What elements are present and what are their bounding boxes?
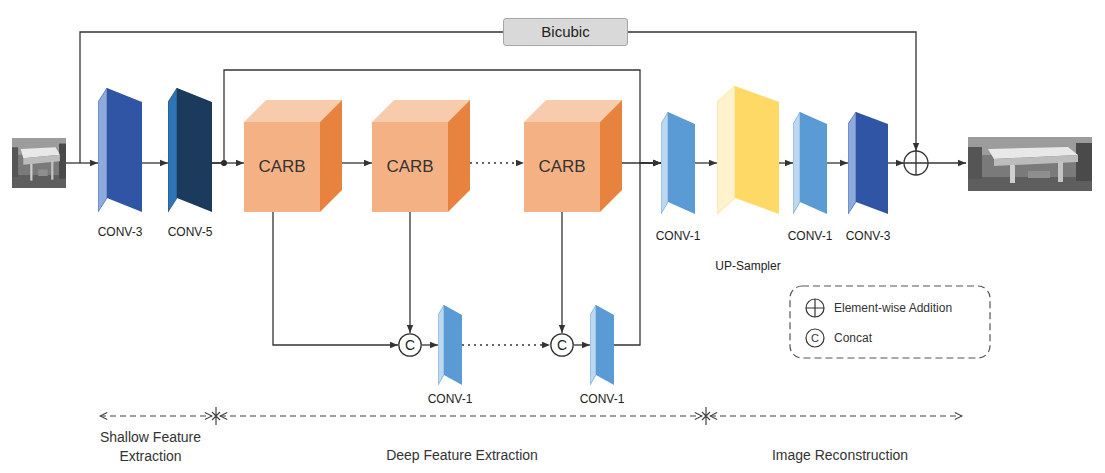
concat-circle: C — [550, 333, 574, 357]
connector-arrow — [574, 344, 590, 345]
input-image — [12, 138, 66, 188]
conv-layer-shape — [661, 112, 695, 214]
legend-symbol-letter: C — [811, 331, 819, 346]
conv-layer: CONV-3 — [98, 88, 143, 240]
connector-arrow — [779, 162, 793, 163]
legend-addition-sample — [806, 299, 824, 317]
conv-layer-shape — [98, 88, 142, 212]
conv-layer: CONV-5 — [168, 88, 213, 240]
layer-label: CONV-1 — [428, 391, 473, 407]
layer-label: CONV-1 — [656, 228, 701, 244]
conv-layer-shape — [590, 305, 614, 385]
bicubic-box: Bicubic — [503, 18, 628, 46]
connector-arrow — [462, 344, 550, 345]
connector-arrow — [342, 162, 372, 163]
carb-block: CARB — [372, 100, 470, 212]
node-label: CARB — [538, 156, 585, 179]
addition-symbol — [904, 151, 928, 175]
layer-label: CONV-1 — [580, 391, 625, 407]
legend-frame — [790, 286, 990, 358]
layer-label: UP-Sampler — [715, 258, 780, 274]
conv-layer: CONV-1 — [788, 112, 833, 244]
connector-arrow — [409, 212, 410, 333]
carb-cube-shape — [244, 100, 342, 212]
conv-layer: CONV-1 — [428, 305, 473, 407]
node-label: CARB — [258, 156, 305, 179]
node-label: C — [557, 336, 567, 355]
output-arrow — [928, 162, 966, 163]
sum-arrow — [888, 162, 904, 163]
layer-label: CONV-1 — [788, 228, 833, 244]
layer-label: CONV-5 — [168, 224, 213, 240]
conv-layer-shape — [848, 112, 888, 214]
carb-cube-shape — [524, 100, 622, 212]
conv-layer: CONV-1 — [580, 305, 625, 407]
connector-arrow — [142, 162, 168, 163]
carb-block: CARB — [524, 100, 622, 212]
node-label: CARB — [386, 156, 433, 179]
legend-concat-sample — [806, 329, 824, 347]
conv-layer: CONV-3 — [846, 112, 891, 244]
layer-label: CONV-3 — [846, 228, 891, 244]
upsampler-block-shape — [717, 86, 779, 214]
connector-arrow — [422, 344, 438, 345]
carb-block: CARB — [244, 100, 342, 212]
carb-cube-shape — [372, 100, 470, 212]
upsampler-block: UP-Sampler — [715, 86, 780, 274]
layer-label: CONV-3 — [98, 224, 143, 240]
connector-arrow — [561, 212, 562, 333]
stage-brackets — [100, 407, 962, 425]
connector-arrow — [827, 162, 848, 163]
legend-label: Element-wise Addition — [834, 300, 952, 316]
stage-label: Deep Feature Extraction — [362, 446, 562, 465]
output-image — [968, 137, 1092, 191]
conv-layer-shape — [793, 112, 827, 214]
connector-arrow — [695, 162, 717, 163]
connector-arrow — [470, 162, 524, 163]
node-label: Bicubic — [541, 22, 589, 42]
input-arrow — [66, 162, 98, 163]
conv-layer: CONV-1 — [656, 112, 701, 244]
connector-arrow — [273, 212, 398, 345]
stage-label: Image Reconstruction — [740, 446, 940, 465]
stage-label: Shallow Feature Extraction — [88, 428, 213, 466]
concat-circle: C — [398, 333, 422, 357]
node-label: C — [405, 336, 415, 355]
legend-label: Concat — [834, 330, 872, 346]
conv-layer-shape — [168, 88, 212, 212]
conv-layer-shape — [438, 305, 462, 385]
